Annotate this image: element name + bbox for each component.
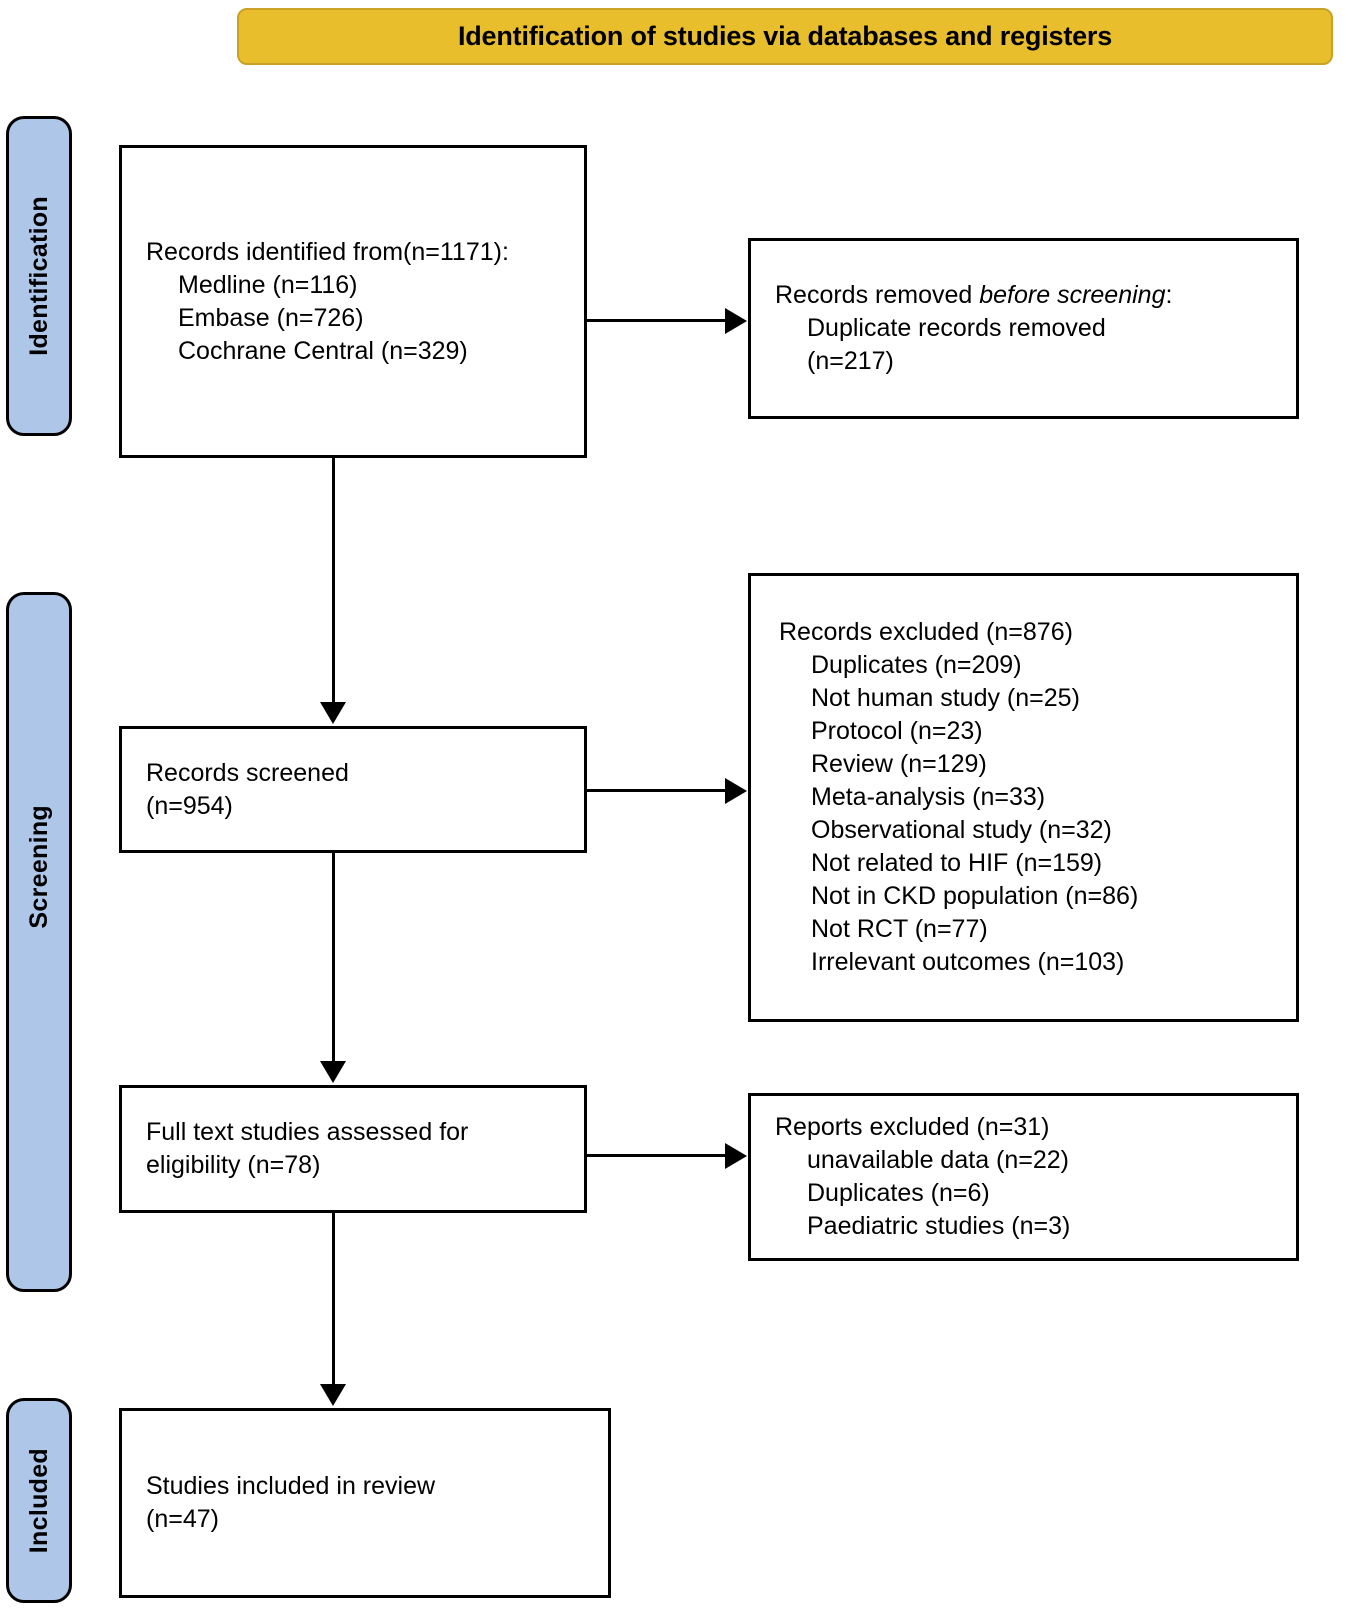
box-records-removed-heading-suffix: : <box>1165 281 1173 309</box>
box-records-excluded-line-7: Not in CKD population (n=86) <box>811 882 1139 910</box>
box-studies-included-heading: Studies included in review <box>146 1472 436 1500</box>
arrow-down-icon-screened-to-fulltext <box>320 1061 346 1083</box>
box-studies-included-text: Studies included in review (n=47) <box>122 1470 608 1536</box>
connector-identified-to-removed-line <box>587 319 729 322</box>
arrow-right-icon-screened-to-excluded <box>725 778 747 804</box>
box-records-excluded-line-4: Meta-analysis (n=33) <box>811 783 1046 811</box>
box-records-identified-heading: Records identified from(n=1171): <box>146 237 509 266</box>
arrow-down-icon-identified-to-screened <box>320 702 346 724</box>
connector-screened-to-excluded-line <box>587 789 729 792</box>
box-records-excluded-line-5: Observational study (n=32) <box>811 816 1112 844</box>
box-reports-excluded-heading: Reports excluded (n=31) <box>775 1113 1050 1141</box>
box-fulltext-assessed: Full text studies assessed for eligibilit… <box>119 1085 587 1213</box>
box-records-identified-text: Records identified from(n=1171): Medline … <box>122 236 584 368</box>
box-records-excluded-line-1: Not human study (n=25) <box>811 684 1080 712</box>
box-records-screened-text: Records screened (n=954) <box>122 757 584 823</box>
arrow-right-icon-fulltext-to-reports-excluded <box>725 1143 747 1169</box>
connector-fulltext-to-included-line <box>332 1213 335 1388</box>
box-records-identified-line-2: Cochrane Central (n=329) <box>178 336 468 365</box>
box-records-removed-line-0: Duplicate records removed <box>807 314 1106 342</box>
box-studies-included-line-0: (n=47) <box>146 1505 219 1533</box>
box-fulltext-assessed-text: Full text studies assessed for eligibilit… <box>122 1116 584 1182</box>
stage-label-identification-text: Identification <box>24 196 53 356</box>
box-reports-excluded-line-2: Paediatric studies (n=3) <box>807 1212 1071 1240</box>
box-fulltext-assessed-line-0: eligibility (n=78) <box>146 1151 321 1179</box>
box-studies-included: Studies included in review (n=47) <box>119 1408 611 1598</box>
stage-label-identification: Identification <box>6 116 72 436</box>
arrow-right-icon-identified-to-removed <box>725 308 747 334</box>
box-records-identified: Records identified from(n=1171): Medline … <box>119 145 587 458</box>
box-records-excluded-line-2: Protocol (n=23) <box>811 717 983 745</box>
stage-label-screening-text: Screening <box>24 805 53 929</box>
box-records-excluded-heading: Records excluded (n=876) <box>779 618 1073 646</box>
diagram-title-text: Identification of studies via databases … <box>457 21 1113 51</box>
diagram-title-banner: Identification of studies via databases … <box>237 8 1333 65</box>
box-reports-excluded-line-0: unavailable data (n=22) <box>807 1146 1069 1174</box>
box-records-excluded-line-0: Duplicates (n=209) <box>811 651 1022 679</box>
connector-fulltext-to-reports-excluded-line <box>587 1154 729 1157</box>
box-reports-excluded-text: Reports excluded (n=31) unavailable data … <box>751 1111 1296 1243</box>
stage-label-included-text: Included <box>24 1447 53 1554</box>
box-records-identified-line-1: Embase (n=726) <box>178 303 364 332</box>
box-records-screened-line-0: (n=954) <box>146 791 233 820</box>
box-records-removed-heading-prefix: Records removed <box>775 281 980 309</box>
box-records-excluded-line-8: Not RCT (n=77) <box>811 915 988 943</box>
box-records-excluded-text: Records excluded (n=876) Duplicates (n=20… <box>751 616 1296 979</box>
box-records-excluded: Records excluded (n=876) Duplicates (n=20… <box>748 573 1299 1022</box>
box-reports-excluded: Reports excluded (n=31) unavailable data … <box>748 1093 1299 1261</box>
box-records-removed-line-1: (n=217) <box>807 347 894 375</box>
box-records-identified-line-0: Medline (n=116) <box>178 270 358 299</box>
box-records-excluded-line-9: Irrelevant outcomes (n=103) <box>811 948 1125 976</box>
box-records-screened-heading: Records screened <box>146 758 349 787</box>
box-records-removed: Records removed before screening: Duplica… <box>748 238 1299 419</box>
box-records-removed-heading: Records removed before screening: <box>775 281 1172 309</box>
stage-label-included: Included <box>6 1398 72 1603</box>
box-records-removed-text: Records removed before screening: Duplica… <box>751 279 1296 378</box>
box-records-removed-heading-emphasis: before screening <box>979 281 1166 309</box>
box-records-excluded-line-3: Review (n=129) <box>811 750 987 778</box>
box-reports-excluded-line-1: Duplicates (n=6) <box>807 1179 990 1207</box>
arrow-down-icon-fulltext-to-included <box>320 1384 346 1406</box>
box-records-excluded-line-6: Not related to HIF (n=159) <box>811 849 1103 877</box>
stage-label-screening: Screening <box>6 592 72 1292</box>
connector-screened-to-fulltext-line <box>332 853 335 1065</box>
box-records-screened: Records screened (n=954) <box>119 726 587 853</box>
connector-identified-to-screened-line <box>332 458 335 706</box>
box-fulltext-assessed-heading: Full text studies assessed for <box>146 1118 469 1146</box>
